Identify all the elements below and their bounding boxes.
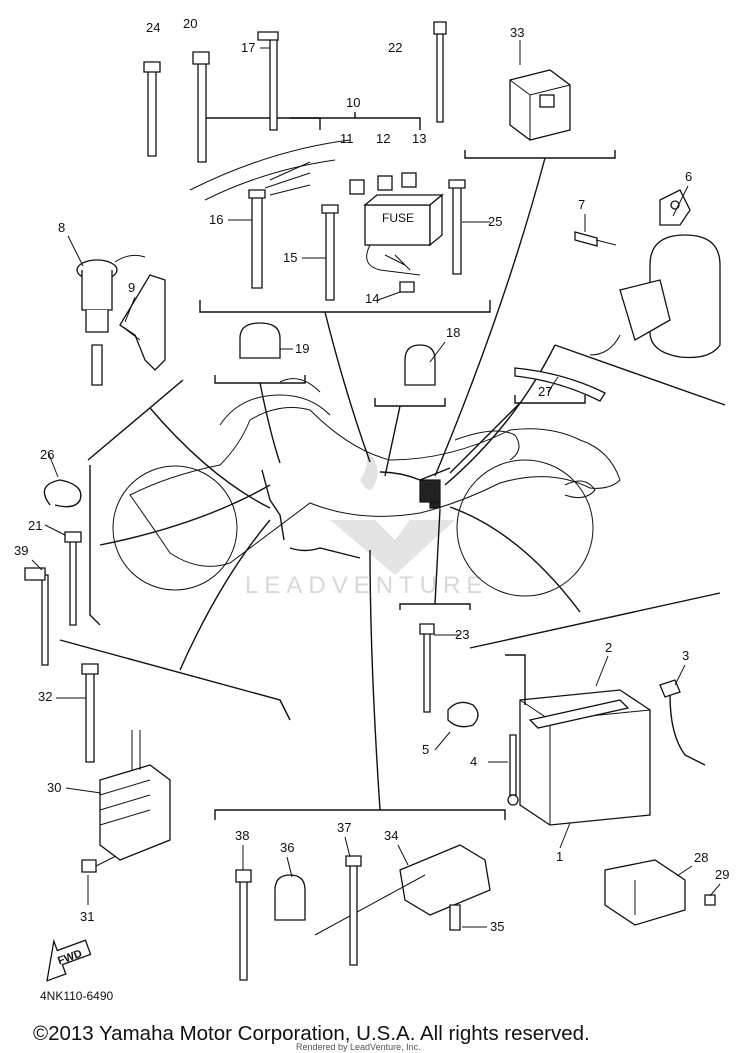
callout-10: 10 [346,95,360,110]
callout-33: 33 [510,25,524,40]
bottom-parts [235,844,491,981]
callout-19: 19 [295,341,309,356]
callout-12: 12 [376,131,390,146]
callout-21: 21 [28,518,42,533]
callout-25: 25 [488,214,502,229]
callout-35: 35 [490,919,504,934]
battery-area [419,623,706,826]
callout-16: 16 [209,212,223,227]
neutral-switch [76,254,166,386]
callout-14: 14 [365,291,379,306]
callout-38: 38 [235,828,249,843]
callout-labels: 1 2 3 4 5 6 7 8 9 10 11 12 13 14 15 16 1… [14,16,729,934]
relay [509,69,571,141]
leader-lines [59,112,726,820]
callout-1: 1 [556,849,563,864]
callout-7: 7 [578,197,585,212]
rendered-by-text: Rendered by LeadVenture, Inc. [296,1042,421,1052]
watermark-text: LEADVENTURE [245,572,488,599]
callout-37: 37 [337,820,351,835]
callout-6: 6 [685,169,692,184]
clamps [239,322,606,402]
callout-22: 22 [388,40,402,55]
callout-13: 13 [412,131,426,146]
callout-30: 30 [47,780,61,795]
callout-17: 17 [241,40,255,55]
callout-20: 20 [183,16,197,31]
callout-39: 39 [14,543,28,558]
callout-28: 28 [694,850,708,865]
callout-leaders [31,40,721,928]
callout-23: 23 [455,627,469,642]
callout-27: 27 [538,384,552,399]
fuse-box: FUSE [189,139,466,301]
diagram-code: 4NK110-6490 [40,989,113,1003]
callout-29: 29 [715,867,729,882]
callout-34: 34 [384,828,398,843]
callout-9: 9 [128,280,135,295]
callout-11: 11 [340,131,354,146]
motorcycle-outline [112,378,621,597]
callout-5: 5 [422,742,429,757]
callout-3: 3 [682,648,689,663]
callout-24: 24 [146,20,160,35]
callout-4: 4 [470,754,477,769]
copyright-text: ©2013 Yamaha Motor Corporation, U.S.A. A… [33,1022,590,1045]
fuse-label: FUSE [382,211,414,225]
bottom-right-parts [604,859,716,926]
watermark: LEADVENTURE [245,450,488,599]
callout-32: 32 [38,689,52,704]
main-switch [574,189,721,359]
callout-15: 15 [283,250,297,265]
left-parts [24,479,171,873]
callout-31: 31 [80,909,94,924]
callout-8: 8 [58,220,65,235]
callout-26: 26 [40,447,54,462]
callout-2: 2 [605,640,612,655]
cable-ties-upper [143,21,447,163]
callout-36: 36 [280,840,294,855]
callout-18: 18 [446,325,460,340]
fwd-arrow-icon: FWD [46,938,92,982]
